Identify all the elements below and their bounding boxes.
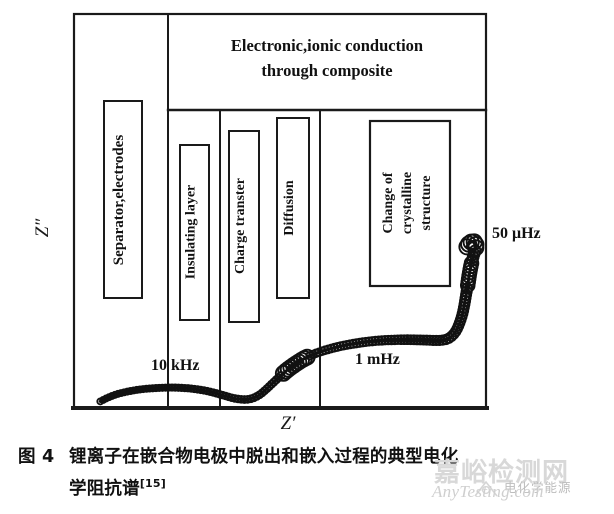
box-diffusion-outline: [276, 117, 310, 299]
caption-line-2-wrap: 学阻抗谱[15]: [69, 475, 166, 500]
freq-label-50uhz: 50 μHz: [492, 225, 541, 242]
x-axis-label: Z′: [281, 413, 297, 434]
banner-line-1: Electronic,ionic conduction: [231, 36, 423, 55]
box-charge-transfer-label: Charge transter: [233, 178, 248, 274]
data-point-marker: [267, 379, 277, 389]
banner-line-2: through composite: [261, 61, 392, 80]
data-point-marker: [383, 334, 394, 346]
box-crystalline-structure: Change of crystalline structure: [368, 119, 452, 288]
data-point-marker: [386, 334, 397, 346]
freq-label-10khz: 10 kHz: [151, 357, 199, 374]
data-point-marker: [462, 233, 480, 251]
box-crystalline-structure-label-3: structure: [419, 176, 434, 231]
box-insulating-layer: Insulating layer: [179, 144, 210, 321]
figure-caption: 图 4 锂离子在嵌合物电极中脱出和嵌入过程的典型电化 学阻抗谱[15]: [0, 434, 614, 514]
diagram-frame: [71, 12, 489, 410]
box-separator-electrodes: Separator,electrodes: [103, 100, 143, 299]
box-crystalline-structure-label-1: Change of: [381, 172, 396, 233]
banner-electronic-ionic-conduction: Electronic,ionic conduction through comp…: [231, 36, 423, 80]
freq-label-1mhz: 1 mHz: [355, 351, 400, 368]
box-crystalline-structure-outline: [368, 119, 452, 288]
impedance-curve-markers: [96, 233, 485, 406]
caption-tag: 图 4: [18, 447, 55, 467]
box-separator-electrodes-label: Separator,electrodes: [111, 135, 127, 266]
data-point-marker: [458, 238, 476, 256]
caption-line-2: 学阻抗谱: [69, 479, 140, 499]
box-diffusion: Diffusion: [276, 117, 310, 299]
impedance-diagram: Z″ Z′ Electronic,ionic conduction throug…: [32, 12, 541, 434]
y-axis-label: Z″: [32, 218, 53, 238]
data-point-marker: [264, 381, 274, 391]
box-separator-electrodes-outline: [103, 100, 143, 299]
box-diffusion-label: Diffusion: [282, 180, 297, 235]
box-insulating-layer-outline: [179, 144, 210, 321]
data-point-marker: [463, 255, 480, 271]
data-point-marker: [460, 235, 478, 253]
box-charge-transfer: Charge transter: [228, 130, 260, 323]
box-charge-transfer-outline: [228, 130, 260, 323]
impedance-curve: [96, 233, 485, 406]
box-crystalline-structure-label-2: crystalline: [400, 172, 415, 234]
caption-line-1: 锂离子在嵌合物电极中脱出和嵌入过程的典型电化: [69, 447, 459, 467]
box-insulating-layer-label: Insulating layer: [184, 185, 199, 280]
caption-reference: [15]: [139, 477, 166, 491]
figure-panel: Z″ Z′ Electronic,ionic conduction throug…: [32, 12, 541, 434]
